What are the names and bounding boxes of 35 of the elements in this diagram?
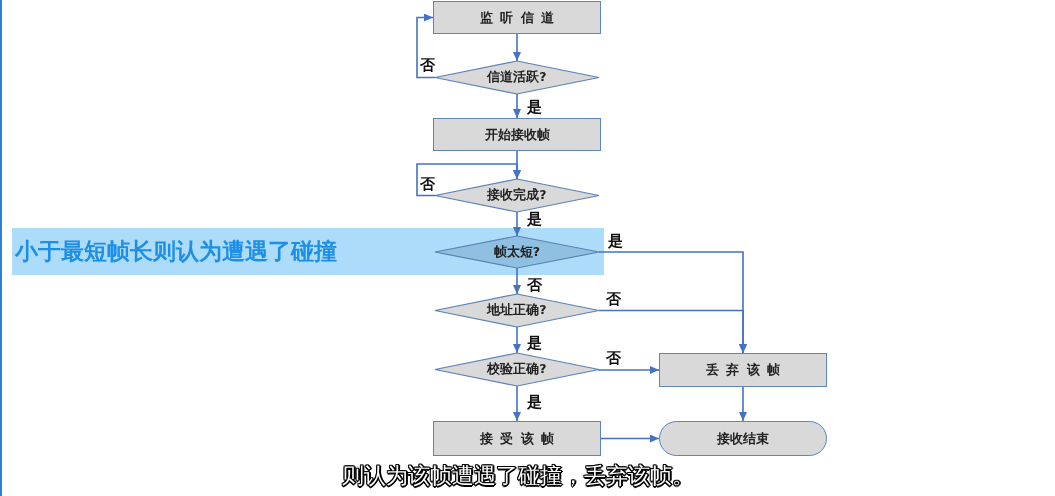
edge-label: 是 [527,394,542,411]
arrow [513,93,521,119]
arrow [513,33,521,62]
decision-diamond: 接收完成? [435,179,599,212]
edge-label: 否 [606,291,621,308]
arrow [598,366,660,374]
arrow [416,13,436,79]
edge-label: 否 [527,277,542,294]
arrow [513,385,521,422]
highlight-band [12,228,604,275]
arrow [600,434,660,443]
edge-label: 是 [608,233,623,250]
arrow [739,386,747,422]
edge-label: 是 [527,335,542,352]
edge-label: 否 [420,57,435,74]
decision-diamond: 信道活跃? [435,61,599,94]
edge-label: 否 [420,176,435,193]
terminal-box: 接收结束 [659,421,827,456]
process-box: 监听信道 [433,1,601,34]
decision-diamond: 校验正确? [435,353,599,386]
decision-diamond: 地址正确? [435,294,599,327]
arrow [513,211,521,237]
arrow [513,267,521,295]
arrow [416,163,521,197]
arrow [598,309,747,354]
edge-label: 否 [606,350,621,367]
process-box: 接受该帧 [433,421,601,456]
decision-diamond: 帧太短? [435,236,599,268]
edge-label: 是 [527,99,542,116]
annotation-text: 小于最短帧长则认为遭遇了碰撞 [15,237,337,266]
edge-label: 是 [527,211,542,228]
arrow [513,326,521,354]
process-box: 丢弃该帧 [659,353,827,387]
subtitle-text: 则认为该帧遭遇了碰撞，丢弃该帧。 [342,463,694,490]
process-box: 开始接收帧 [433,118,601,151]
